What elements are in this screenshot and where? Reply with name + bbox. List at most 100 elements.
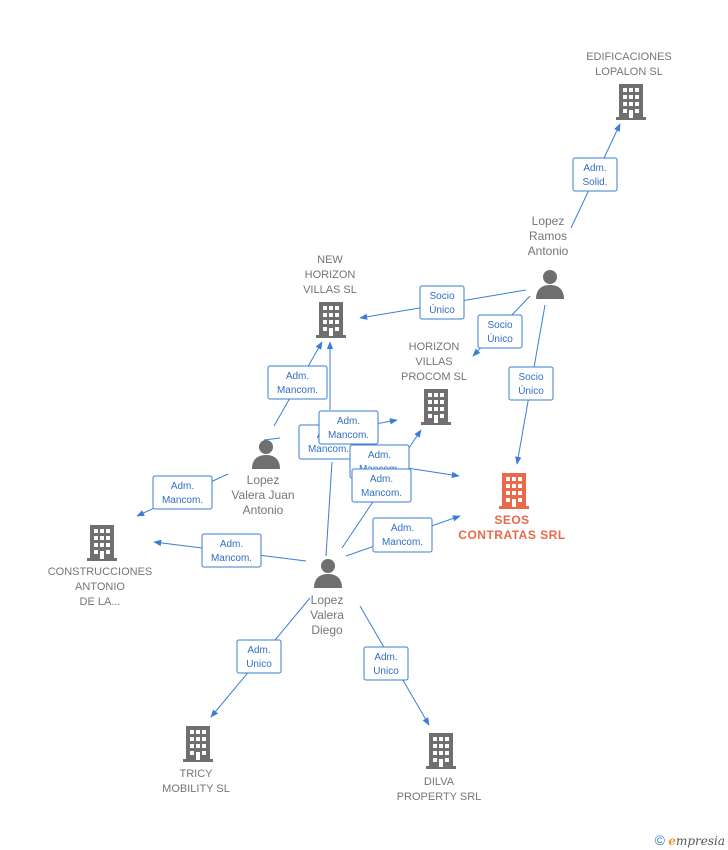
edge-label-10[interactable]: Adm. Mancom. [201, 533, 262, 568]
node-label-line: VILLAS SL [303, 284, 357, 296]
edge-label-0[interactable]: Adm. Solid. [572, 157, 618, 192]
edge-label-9[interactable]: Adm.Mancom. [351, 468, 412, 503]
edge-label-text: Socio [487, 320, 512, 331]
edge-label-text: Adm. [286, 371, 309, 382]
edge-label-text: Socio [429, 291, 454, 302]
node-label-line: MOBILITY SL [162, 783, 230, 795]
edge-label-13[interactable]: Adm. Unico [363, 646, 409, 681]
building-icon [426, 733, 456, 769]
node-label-line: Valera Juan [231, 488, 294, 502]
brand-initial: e [668, 834, 676, 848]
node-label-line: HORIZON [305, 269, 356, 281]
node-label-line: SEOS [494, 513, 529, 527]
building-icon [87, 525, 117, 561]
building-icon [616, 84, 646, 120]
edge-label-7[interactable]: Adm. Mancom. [318, 410, 379, 445]
copyright-icon: © [654, 832, 665, 848]
edge-label-text: Mancom. [308, 444, 349, 455]
person-icon [314, 559, 342, 588]
edge-labels: Adm.Solid.SocioÚnicoSocioÚnicoSocioÚnico… [152, 157, 618, 681]
node-tricy[interactable]: TRICY MOBILITY SL [162, 726, 230, 795]
node-label-line: Lopez [532, 214, 565, 228]
edge-label-box [351, 468, 412, 503]
node-label-line: Lopez [247, 473, 280, 487]
person-icon [536, 270, 564, 299]
node-label-line: LOPALON SL [595, 66, 663, 78]
node-label-line: PROPERTY SRL [397, 791, 482, 803]
node-label-line: DE LA... [80, 596, 121, 608]
edge-label-text: Adm. [220, 539, 243, 550]
edge-label-box [477, 314, 523, 349]
node-label-line: TRICY [180, 768, 214, 780]
connector-line [263, 437, 281, 441]
edge-label-text: Mancom. [382, 537, 423, 548]
node-label-line: Lopez [311, 593, 344, 607]
edge-label-text: Adm. [583, 163, 606, 174]
node-label-line: Antonio [528, 244, 569, 258]
node-label-line: Ramos [529, 229, 567, 243]
footer-brand[interactable]: © empresia [655, 832, 725, 848]
node-label-line: CONTRATAS SRL [458, 528, 565, 542]
edge-label-box [572, 157, 618, 192]
building-icon [421, 389, 451, 425]
edge-label-4[interactable]: Adm. Mancom. [267, 365, 328, 400]
edge-label-box [363, 646, 409, 681]
edge-label-text: Adm. [337, 416, 360, 427]
edge-label-text: Mancom. [277, 385, 318, 396]
node-label-line: NEW [317, 254, 343, 266]
edge-label-box [419, 285, 465, 320]
edge-label-text: Adm. [247, 645, 270, 656]
edge-label-text: Mancom. [361, 488, 402, 499]
edge-label-box [201, 533, 262, 568]
node-label-line: Antonio [243, 503, 284, 517]
node-edificaciones[interactable]: EDIFICACIONES LOPALON SL [586, 51, 672, 120]
node-label-line: CONSTRUCCIONES [48, 566, 153, 578]
edge-label-text: Único [487, 332, 513, 345]
edge-label-box [152, 475, 213, 510]
edge-label-text: Mancom. [162, 495, 203, 506]
node-label-line: EDIFICACIONES [586, 51, 672, 63]
building-icon [183, 726, 213, 762]
node-construcciones[interactable]: CONSTRUCCIONES ANTONIO DE LA... [48, 525, 153, 608]
edge-label-box [267, 365, 328, 400]
building-icon [316, 302, 346, 338]
edge-label-text: Mancom. [328, 430, 369, 441]
edge-label-12[interactable]: Adm. Unico [236, 639, 282, 674]
edge-label-text: Único [518, 384, 544, 397]
edge-label-text: Único [429, 303, 455, 316]
edge-label-box [318, 410, 379, 445]
node-new-horizon[interactable]: NEW HORIZON VILLAS SL [303, 254, 357, 338]
edge-label-text: Solid. [582, 177, 607, 188]
node-dilva[interactable]: DILVA PROPERTY SRL [397, 733, 482, 803]
node-label-line: ANTONIO [75, 581, 125, 593]
edge-label-11[interactable]: Adm.Mancom. [372, 517, 433, 553]
edge-label-text: Adm. [374, 652, 397, 663]
edge-label-text: Adm. [368, 450, 391, 461]
edge-label-text: Socio [518, 372, 543, 383]
edge-label-text: Unico [246, 659, 272, 670]
edge-label-box [236, 639, 282, 674]
node-label-line: HORIZON [409, 341, 460, 353]
edge-label-box [508, 366, 554, 401]
connector-line [325, 461, 333, 557]
building-icon [499, 473, 529, 509]
node-label-line: DILVA [424, 776, 455, 788]
brand-name: mpresia [675, 834, 725, 848]
edge-label-text: Mancom. [211, 553, 252, 564]
edge-label-text: Adm. [171, 481, 194, 492]
node-label-line: PROCOM SL [401, 371, 467, 383]
node-label-line: Valera [310, 608, 344, 622]
edge-label-text: Unico [373, 666, 399, 677]
edge-label-5[interactable]: Adm. Mancom. [152, 475, 213, 510]
person-icon [252, 440, 280, 469]
